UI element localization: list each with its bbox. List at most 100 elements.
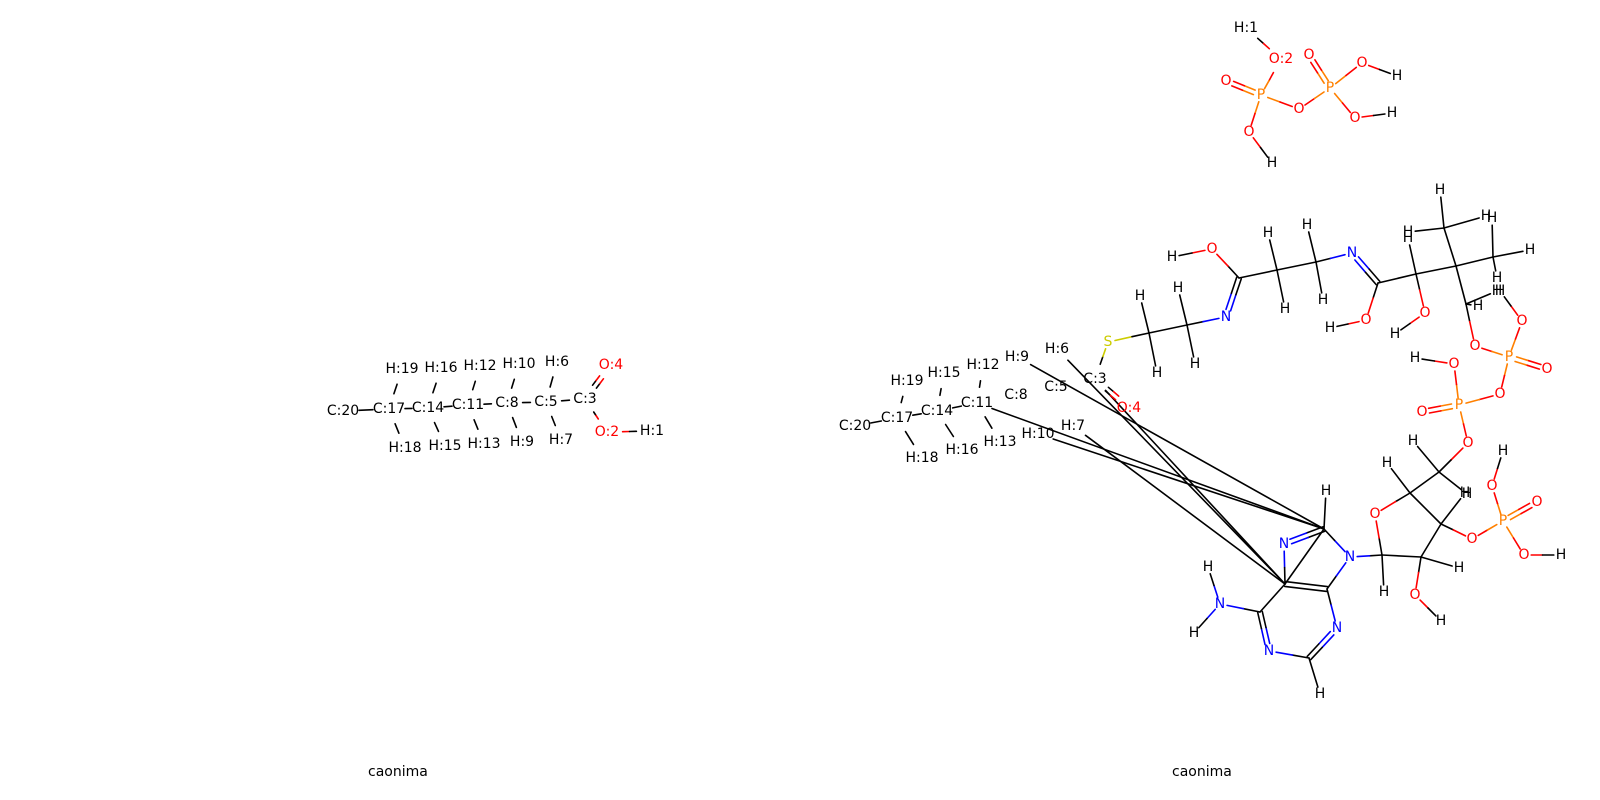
bond-line — [1372, 282, 1379, 299]
atom-label-r_hopa1: H — [1495, 283, 1506, 299]
single-bond-pp_o7-pp_h3 — [1367, 64, 1392, 75]
bond-line — [1512, 537, 1521, 550]
atom-label-pp_h1: H:1 — [1234, 20, 1258, 36]
atom-label-c8: C:8 — [495, 395, 518, 411]
bond-line — [1241, 89, 1255, 96]
single-bond-r_c5-r_h7 — [1084, 434, 1286, 585]
bond-line — [911, 412, 923, 417]
atom-label-o2: O:2 — [595, 424, 619, 440]
atom-label-r_hd1: H — [1263, 225, 1274, 241]
bond-line — [1259, 146, 1269, 158]
single-bond-c17-h18 — [394, 422, 400, 435]
double-bond-r_c8-r_n7 — [1289, 525, 1326, 545]
single-bond-r_cf-r_of — [1367, 282, 1379, 315]
bond-line — [1503, 363, 1509, 377]
bond-line — [1067, 359, 1286, 585]
bond-line — [1323, 528, 1336, 542]
atom-label-r_n3: N — [1332, 620, 1342, 636]
bond-line — [1377, 273, 1417, 284]
bond-line — [1323, 497, 1327, 530]
single-bond-r_c5p-r_c4p — [1409, 471, 1440, 494]
atom-label-r_c20: C:20 — [839, 418, 871, 434]
single-bond-r_cc-r_oc — [1216, 253, 1240, 279]
bond-line — [978, 379, 982, 389]
bond-line — [1235, 277, 1243, 296]
bond-line — [1252, 137, 1262, 149]
single-bond-r_ch-r_ck — [1455, 265, 1467, 305]
bond-line — [1496, 502, 1502, 515]
single-bond-r_cc-r_cd — [1238, 269, 1278, 279]
bond-line — [1440, 196, 1445, 229]
single-bond-r_c4-r_n9 — [1326, 561, 1347, 590]
bond-line — [1140, 302, 1150, 334]
atom-label-r_c14: C:14 — [921, 403, 953, 419]
bond-line — [1367, 64, 1381, 71]
bond-line — [1455, 265, 1467, 305]
single-bond-c11-h13 — [473, 418, 479, 431]
bond-line — [1418, 289, 1425, 307]
single-bond-r_opa3-r_pb — [1465, 395, 1494, 404]
atom-label-pp_h2: H — [1267, 155, 1278, 171]
bond-line — [1492, 256, 1497, 272]
single-bond-r_cb-r_n1 — [1186, 317, 1220, 326]
bond-line — [1462, 423, 1468, 437]
atom-label-c20: C:20 — [327, 403, 359, 419]
single-bond-r_c8-r_c5 — [1284, 528, 1325, 585]
bond-line — [1084, 434, 1286, 585]
bond-line — [1226, 604, 1245, 610]
bond-line — [1439, 403, 1453, 407]
bond-line — [1421, 358, 1436, 362]
bond-line — [1306, 643, 1320, 658]
single-bond-r_oc-r_hoc — [1178, 249, 1206, 257]
atom-label-r_h7: H:7 — [1061, 418, 1085, 434]
atom-label-r_of: O — [1360, 312, 1371, 328]
molecule-pyrophosphate — [1231, 37, 1392, 158]
atom-label-r_hb1: H — [1173, 280, 1184, 296]
single-bond-r_c1p-r_h1p — [1381, 554, 1385, 586]
bond-line — [550, 415, 557, 427]
bond-line — [1256, 611, 1263, 630]
atom-label-r_ha2: H — [1152, 365, 1163, 381]
atom-label-r_o1: O — [1469, 338, 1480, 354]
atom-label-r_c11: C:11 — [961, 395, 993, 411]
single-bond-r_ce-r_he1 — [1307, 231, 1317, 263]
bond-line — [1380, 500, 1397, 512]
bond-line — [1478, 395, 1494, 401]
single-bond-r_c4-r_n3 — [1326, 588, 1336, 622]
atom-label-r_h1p: H — [1379, 584, 1390, 600]
bond-line — [1390, 467, 1411, 494]
bond-line — [1333, 92, 1344, 104]
atom-label-r_h13: H:13 — [983, 434, 1016, 450]
bond-line — [1491, 350, 1503, 356]
atom-label-r_hopc3: H — [1556, 547, 1567, 563]
single-bond-r_ck-r_o1 — [1465, 303, 1475, 340]
bond-line — [1515, 356, 1530, 362]
double-bond-r_n2-r_cf — [1354, 256, 1381, 286]
bond-line — [393, 383, 398, 395]
bond-line — [1459, 411, 1465, 425]
bond-line — [599, 377, 605, 385]
single-bond-r_pc-r_opc1 — [1493, 492, 1502, 515]
atom-label-r_hog: H — [1390, 326, 1401, 342]
molecule-acyl-coa — [869, 196, 1555, 688]
atom-label-r_opb1: O — [1448, 356, 1459, 372]
single-bond-r_c17-r_c14 — [911, 412, 923, 417]
bond-line — [1416, 445, 1440, 473]
atom-label-r_h12: H:12 — [966, 357, 999, 373]
atom-label-pp_o8: O — [1349, 110, 1360, 126]
single-bond-r_cj-r_hj3 — [1491, 224, 1494, 258]
bond-line — [1238, 269, 1278, 279]
single-bond-r_cd-r_ce — [1276, 261, 1317, 271]
single-bond-r_pb-r_opb1 — [1454, 370, 1459, 399]
bond-line — [1481, 347, 1493, 353]
atom-label-pp_o3: O — [1220, 73, 1231, 89]
bond-line — [1409, 471, 1440, 494]
bond-line — [1304, 97, 1316, 106]
single-bond-c14-c11 — [443, 405, 453, 408]
atom-label-r_n1r: N — [1264, 643, 1274, 659]
single-bond-r_c2-r_n1r — [1275, 651, 1310, 659]
atom-label-r_n7: N — [1279, 536, 1289, 552]
bond-line — [1305, 525, 1324, 534]
atom-label-r_hj2: H — [1492, 270, 1503, 286]
